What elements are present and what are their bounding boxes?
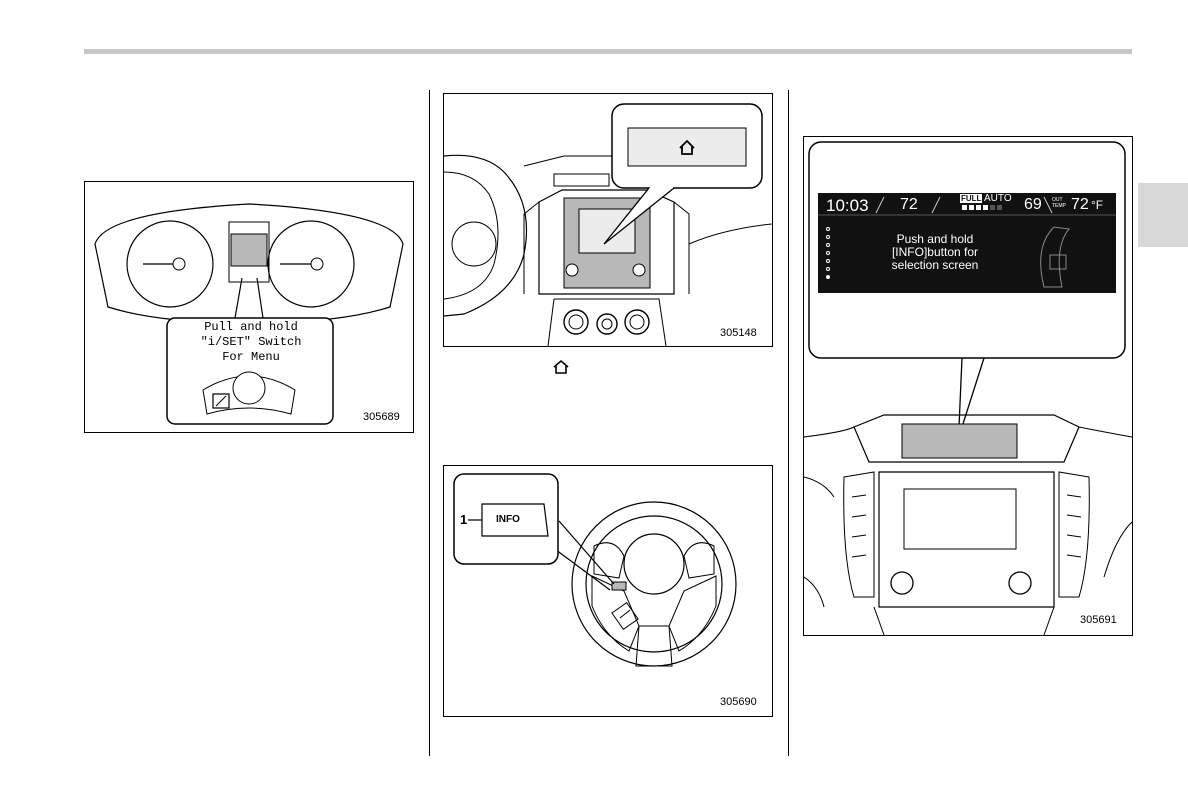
home-icon (552, 359, 570, 375)
passenger-temp: 69 (1024, 196, 1042, 214)
figure-multifunction-display: 10:03 72 FULL AUTO 69 OUT TEMP 72 °F Pus… (803, 136, 1133, 636)
figure-number: 305689 (363, 411, 400, 423)
callout-text: Pull and hold "i/SET" Switch For Menu (181, 320, 321, 365)
figure-number: 305691 (1080, 614, 1117, 626)
outside-temp-unit: °F (1091, 198, 1103, 212)
steering-wheel-drawing (444, 466, 772, 716)
figure-home-button: 305148 (443, 93, 773, 347)
callout-number: 1 (460, 512, 467, 527)
out-label-line2: TEMP (1052, 203, 1066, 209)
fan-mode-full: FULL (960, 194, 982, 203)
fan-mode-auto: AUTO (984, 193, 1012, 204)
header-rule (84, 49, 1132, 54)
section-tab (1138, 183, 1188, 247)
column-divider-1 (429, 90, 430, 756)
dashboard-drawing (444, 94, 772, 346)
figure-instrument-cluster: Pull and hold "i/SET" Switch For Menu 30… (84, 181, 414, 433)
driver-temp: 72 (900, 196, 918, 214)
figure-number: 305148 (720, 327, 757, 339)
outside-temp: 72 (1071, 196, 1089, 214)
clock-readout: 10:03 (826, 196, 869, 216)
display-message: Push and hold [INFO]button for selection… (860, 233, 1010, 272)
figure-info-button: 1 INFO 305690 (443, 465, 773, 717)
figure-number: 305690 (720, 696, 757, 708)
cluster-drawing (85, 182, 413, 432)
column-divider-2 (788, 90, 789, 756)
info-button-label: INFO (496, 514, 520, 525)
